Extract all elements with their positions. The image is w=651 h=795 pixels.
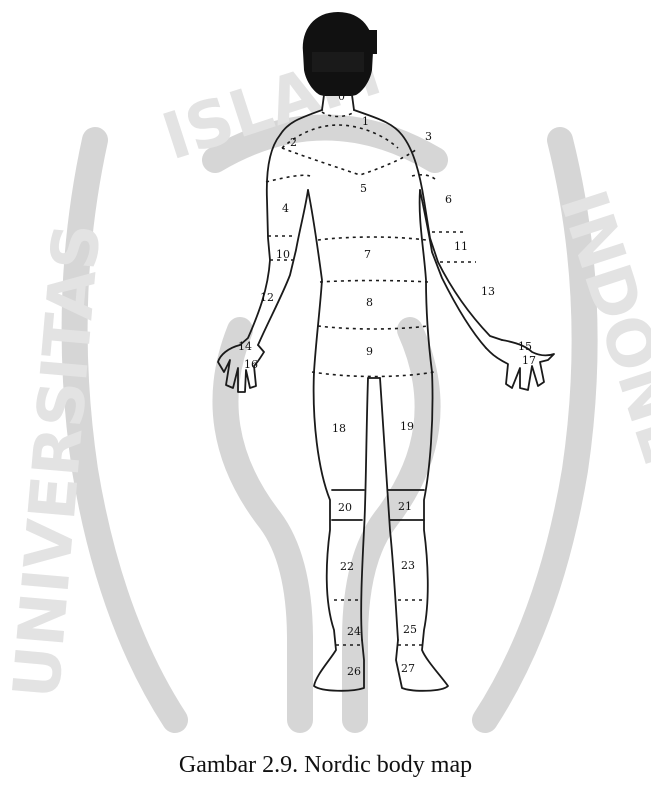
- region-label-16: 16: [244, 358, 258, 371]
- region-label-5: 5: [360, 182, 367, 195]
- body-outline: [218, 95, 554, 691]
- university-watermark: ISLAM UNIVERSITAS INDONESIA: [0, 36, 651, 720]
- region-label-1: 1: [362, 115, 369, 128]
- region-label-23: 23: [401, 559, 415, 572]
- region-label-25: 25: [403, 623, 417, 636]
- region-label-9: 9: [366, 345, 373, 358]
- region-label-13: 13: [481, 285, 495, 298]
- region-label-3: 3: [425, 130, 432, 143]
- region-label-2: 2: [290, 136, 297, 149]
- region-label-20: 20: [338, 501, 352, 514]
- region-label-17: 17: [522, 354, 536, 367]
- region-label-0: 0: [338, 90, 345, 103]
- head: [303, 12, 377, 96]
- region-label-14: 14: [238, 340, 252, 353]
- region-label-7: 7: [364, 248, 371, 261]
- region-label-18: 18: [332, 422, 346, 435]
- region-label-21: 21: [398, 500, 412, 513]
- region-label-27: 27: [401, 662, 415, 675]
- region-label-24: 24: [347, 625, 361, 638]
- region-label-22: 22: [340, 560, 354, 573]
- region-label-4: 4: [282, 202, 289, 215]
- region-label-15: 15: [518, 340, 532, 353]
- region-label-10: 10: [276, 248, 290, 261]
- region-labels: 0 1 2 3 4 5 6 7 8 9 10 11 12 13 14 15 16…: [238, 90, 536, 678]
- region-label-11: 11: [454, 240, 468, 253]
- region-label-8: 8: [366, 296, 373, 309]
- region-label-19: 19: [400, 420, 414, 433]
- region-label-26: 26: [347, 665, 361, 678]
- svg-text:UNIVERSITAS: UNIVERSITAS: [0, 221, 115, 702]
- region-label-12: 12: [260, 291, 274, 304]
- region-label-6: 6: [445, 193, 452, 206]
- figure-caption: Gambar 2.9. Nordic body map: [0, 752, 651, 779]
